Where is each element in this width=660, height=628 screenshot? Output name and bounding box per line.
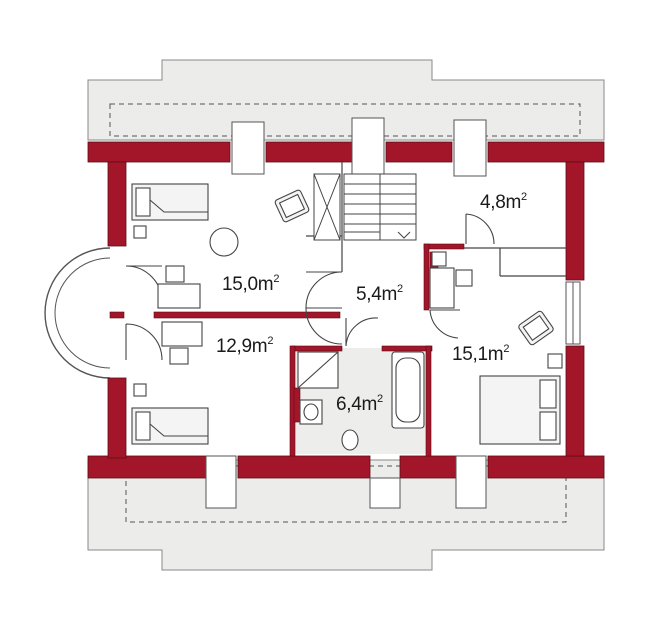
wall-right-2 [565,345,585,457]
staircase [313,173,417,241]
wall-top-1 [87,141,231,163]
desk-bottom [161,321,203,347]
door-bedroom-right [429,309,460,339]
interior-walls [109,243,465,457]
bathroom-fixtures [297,351,425,451]
round-table [209,227,239,257]
room-area-label: 4,8m2 [480,191,527,213]
wall-bottom-3 [399,455,457,479]
door-bedroom-bottom [125,323,163,361]
armchair-top [274,189,310,223]
window-bottom-1 [205,455,237,509]
wall-right-1 [565,161,585,281]
wall-bath-top [291,345,343,352]
wall-bedroom-divider [153,311,341,319]
wall-ensuite-top [423,243,465,250]
room-area-label: 6,4m2 [336,393,383,415]
wall-top-4 [487,141,605,163]
door-hall-left [305,271,343,309]
wall-bottom-2 [237,455,371,479]
wall-left-2 [107,377,127,459]
doors [125,213,495,361]
armchair-right [518,310,554,346]
room-area-label: 15,1m2 [452,343,509,365]
room-area-label: 5,4m2 [356,283,403,305]
door-ensuite [465,213,495,245]
wall-bedroom-divider-left [109,311,125,319]
toilet [341,429,359,451]
outer-walls [87,141,605,479]
bay-window-outer [44,247,111,379]
furniture [131,183,563,445]
room-area-label: 15,0m2 [222,273,279,295]
window-top-3 [453,119,487,177]
wall-ensuite-left [423,243,430,311]
wall-bottom-1 [87,455,207,479]
stair-arrow-icon [397,231,411,239]
roof-top [87,59,605,141]
room-area-label: 12,9m2 [216,335,273,357]
window-bottom-3 [455,455,487,509]
windows [205,117,581,509]
roof-dashed-top [109,103,581,137]
wall-top-3 [385,141,453,163]
bay-window [44,247,111,379]
wall-left-1 [107,161,127,247]
wall-bath-right [425,345,432,457]
window-top-2 [351,117,385,175]
desk-top [157,283,201,309]
wall-bath-top-right [381,345,433,352]
bay-window-inner [54,257,111,369]
room-labels: 15,0m2 5,4m2 4,8m2 12,9m2 6,4m2 15,1m2 [216,191,527,415]
wall-bath-vanity [293,387,301,423]
door-bathroom [345,317,379,347]
wall-top-2 [265,141,353,163]
window-top-1 [231,121,265,175]
window-bottom-2 [369,477,401,509]
door-hall-left-2 [305,307,343,345]
kitchenette [429,267,455,309]
wall-bottom-4 [487,455,605,479]
